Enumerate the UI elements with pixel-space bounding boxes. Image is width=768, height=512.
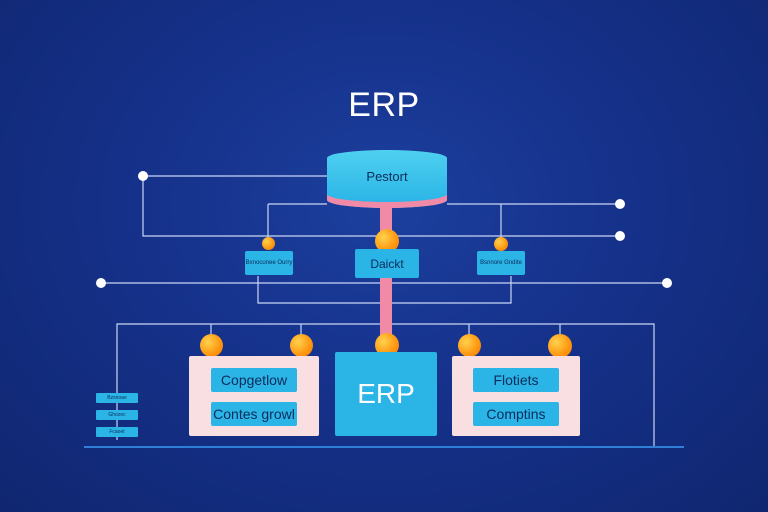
mid-node-right: Bsnnore Gndite (477, 251, 525, 275)
mid-node-center: Daickt (355, 249, 419, 278)
connector-endpoint-dot (96, 278, 106, 288)
diagram-title: ERP (348, 86, 420, 124)
connector-ball (458, 334, 481, 357)
connector-ball (200, 334, 223, 357)
right-panel-item: Flotiets (473, 368, 559, 392)
left-panel-item: Copgetlow (211, 368, 297, 392)
erp-center-box: ERP (335, 352, 437, 436)
mid-node-left: Bxnocunee Ourry (245, 251, 293, 275)
connector-ball (290, 334, 313, 357)
left-panel-item: Contes growl (211, 402, 297, 426)
connector-ball (262, 237, 275, 250)
mid-node-right-label: Bsnnore Gndite (480, 259, 522, 266)
legend-chip: Ghozec (96, 410, 138, 420)
connector-ball (494, 237, 508, 251)
top-node-label: Pestort (366, 168, 408, 184)
top-database-node: Pestort (327, 150, 447, 208)
legend-chip: Bzsnoae (96, 393, 138, 403)
connector-endpoint-dot (615, 199, 625, 209)
connector-ball (548, 334, 572, 358)
connector-endpoint-dot (138, 171, 148, 181)
connector-endpoint-dot (615, 231, 625, 241)
right-panel-item: Comptins (473, 402, 559, 426)
legend-chip: Fcaoet (96, 427, 138, 437)
mid-node-center-label: Daickt (370, 256, 404, 271)
mid-node-left-label: Bxnocunee Ourry (245, 259, 293, 266)
connector-endpoint-dot (662, 278, 672, 288)
right-panel: Flotiets Comptins (452, 356, 580, 436)
left-panel: Copgetlow Contes growl (189, 356, 319, 436)
